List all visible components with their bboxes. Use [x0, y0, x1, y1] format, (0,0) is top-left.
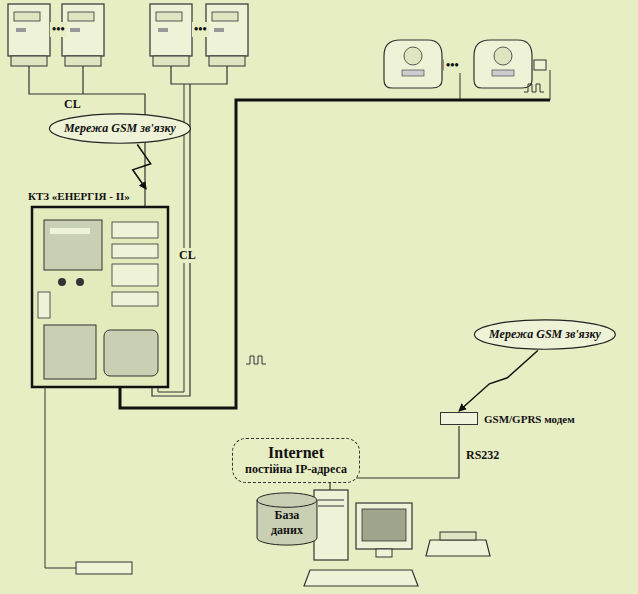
wireless-link: [459, 351, 538, 412]
ellipsis: •••: [50, 22, 67, 37]
speech-bubble: Мережа GSM зв'язку: [48, 113, 192, 144]
database-cylinder: База даних: [256, 492, 318, 546]
ellipsis: •••: [444, 58, 461, 73]
node-text: КТЗ «ЕНЕРГІЯ - II»: [28, 190, 172, 202]
node-text: Internet: [245, 444, 347, 462]
node-text: GSM/GPRS модем: [484, 413, 575, 425]
line-label: CL: [177, 248, 198, 263]
internet-cloud: Internetпостійна IP-адреса: [232, 438, 360, 483]
speech-bubble: Мережа GSM зв'язку: [473, 319, 617, 350]
line-label: CL: [62, 97, 83, 112]
node-text: Мережа GSM зв'язку: [489, 327, 601, 342]
node-text: Мережа GSM зв'язку: [64, 121, 176, 136]
wireless-link: [133, 145, 151, 190]
ellipsis: •••: [192, 22, 209, 37]
modem-box: GSM/GPRS модем: [440, 412, 575, 425]
node-text: База даних: [260, 508, 314, 538]
node-text: постійна IP-адреса: [245, 462, 347, 477]
cabinet-box: КТЗ «ЕНЕРГІЯ - II»: [28, 190, 172, 390]
modem-device: [440, 412, 478, 425]
interface-label: RS232: [464, 448, 501, 463]
